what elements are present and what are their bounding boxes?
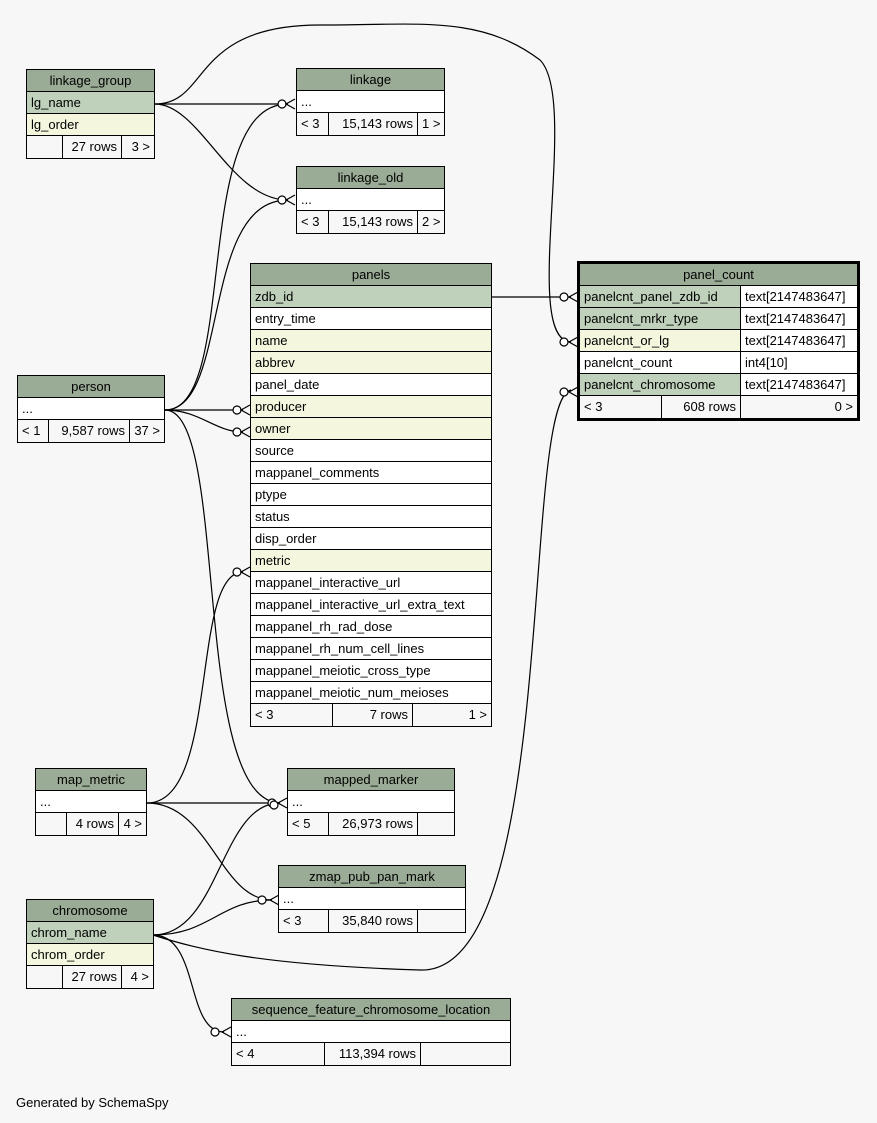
column-metric: metric <box>251 550 491 572</box>
table-linkage_old[interactable]: linkage_old ... < 3 15,143 rows 2 > <box>296 166 445 234</box>
column-lg_name: lg_name <box>27 92 154 114</box>
table-header: sequence_feature_chromosome_location <box>232 999 510 1021</box>
edge-linkage_group-panel_count <box>154 23 572 343</box>
table-header: linkage_group <box>27 70 154 92</box>
column-panelcnt_chromosome: panelcnt_chromosome text[2147483647] <box>580 374 857 396</box>
edge-map_metric-panels-metric <box>146 571 244 804</box>
table-chromosome[interactable]: chromosome chrom_name chrom_order 27 row… <box>26 899 154 989</box>
column-panelcnt_count: panelcnt_count int4[10] <box>580 352 857 374</box>
table-zmap_pub_pan_mark[interactable]: zmap_pub_pan_mark ... < 3 35,840 rows <box>278 865 466 933</box>
table-linkage_group[interactable]: linkage_group lg_name lg_order 27 rows 3… <box>26 69 155 159</box>
column-mappanel_comments: mappanel_comments <box>251 462 491 484</box>
table-footer: < 1 9,587 rows 37 > <box>18 420 164 442</box>
column-ellipsis: ... <box>279 888 465 910</box>
edge-chromosome-zmap <box>152 899 273 936</box>
column-owner: owner <box>251 418 491 440</box>
table-header: person <box>18 376 164 398</box>
generated-by-note: Generated by SchemaSpy <box>16 1095 169 1110</box>
column-name: name <box>251 330 491 352</box>
edge-person-panels-owner <box>164 409 244 433</box>
table-header: panels <box>251 264 491 286</box>
table-header: linkage_old <box>297 167 444 189</box>
edge-person-linkage <box>164 103 289 411</box>
column-mappanel_interactive_url_extra_text: mappanel_interactive_url_extra_text <box>251 594 491 616</box>
table-map_metric[interactable]: map_metric ... 4 rows 4 > <box>35 768 147 836</box>
column-ellipsis: ... <box>232 1021 510 1043</box>
column-mappanel_meiotic_num_meioses: mappanel_meiotic_num_meioses <box>251 682 491 704</box>
edge-map_metric-zmap <box>146 802 273 901</box>
column-ellipsis: ... <box>36 791 146 813</box>
column-ellipsis: ... <box>18 398 164 420</box>
table-footer: < 3 35,840 rows <box>279 910 465 932</box>
table-footer: < 5 26,973 rows <box>288 813 454 835</box>
table-panels[interactable]: panels zdb_id entry_time name abbrev pan… <box>250 263 492 727</box>
edge-chromosome-mapped_marker <box>152 802 281 936</box>
edge-chromosome-panel_count <box>152 389 572 971</box>
column-panelcnt_panel_zdb_id: panelcnt_panel_zdb_id text[2147483647] <box>580 286 857 308</box>
column-mappanel_interactive_url: mappanel_interactive_url <box>251 572 491 594</box>
column-mappanel_meiotic_cross_type: mappanel_meiotic_cross_type <box>251 660 491 682</box>
column-producer: producer <box>251 396 491 418</box>
column-ellipsis: ... <box>288 791 454 813</box>
column-panel_date: panel_date <box>251 374 491 396</box>
table-linkage[interactable]: linkage ... < 3 15,143 rows 1 > <box>296 68 445 136</box>
edge-person-linkage_old <box>164 199 289 411</box>
table-footer: < 4 113,394 rows <box>232 1043 510 1065</box>
column-mappanel_rh_num_cell_lines: mappanel_rh_num_cell_lines <box>251 638 491 660</box>
column-chrom_name: chrom_name <box>27 922 153 944</box>
table-footer: < 3 7 rows 1 > <box>251 704 491 726</box>
table-footer: 4 rows 4 > <box>36 813 146 835</box>
column-source: source <box>251 440 491 462</box>
table-header: panel_count <box>580 264 857 286</box>
table-header: chromosome <box>27 900 153 922</box>
table-sequence_feature_chromosome_location[interactable]: sequence_feature_chromosome_location ...… <box>231 998 511 1066</box>
edge-linkage_group-linkage_old <box>154 103 289 201</box>
column-ellipsis: ... <box>297 189 444 211</box>
column-lg_order: lg_order <box>27 114 154 136</box>
table-footer: < 3 15,143 rows 1 > <box>297 113 444 135</box>
table-footer: < 3 15,143 rows 2 > <box>297 211 444 233</box>
table-footer: < 3 608 rows 0 > <box>580 396 857 418</box>
edge-chromosome-seqfeat <box>152 934 225 1033</box>
table-header: linkage <box>297 69 444 91</box>
table-person[interactable]: person ... < 1 9,587 rows 37 > <box>17 375 165 443</box>
table-header: zmap_pub_pan_mark <box>279 866 465 888</box>
column-panelcnt_mrkr_type: panelcnt_mrkr_type text[2147483647] <box>580 308 857 330</box>
table-footer: 27 rows 3 > <box>27 136 154 158</box>
column-panelcnt_or_lg: panelcnt_or_lg text[2147483647] <box>580 330 857 352</box>
column-disp_order: disp_order <box>251 528 491 550</box>
table-header: mapped_marker <box>288 769 454 791</box>
column-zdb_id: zdb_id <box>251 286 491 308</box>
table-footer: 27 rows 4 > <box>27 966 153 988</box>
column-ellipsis: ... <box>297 91 444 113</box>
column-ptype: ptype <box>251 484 491 506</box>
table-panel_count[interactable]: panel_count panelcnt_panel_zdb_id text[2… <box>577 261 860 421</box>
column-mappanel_rh_rad_dose: mappanel_rh_rad_dose <box>251 616 491 638</box>
edge-person-mapped_marker <box>164 409 281 804</box>
column-status: status <box>251 506 491 528</box>
column-entry_time: entry_time <box>251 308 491 330</box>
table-header: map_metric <box>36 769 146 791</box>
column-abbrev: abbrev <box>251 352 491 374</box>
column-chrom_order: chrom_order <box>27 944 153 966</box>
table-mapped_marker[interactable]: mapped_marker ... < 5 26,973 rows <box>287 768 455 836</box>
